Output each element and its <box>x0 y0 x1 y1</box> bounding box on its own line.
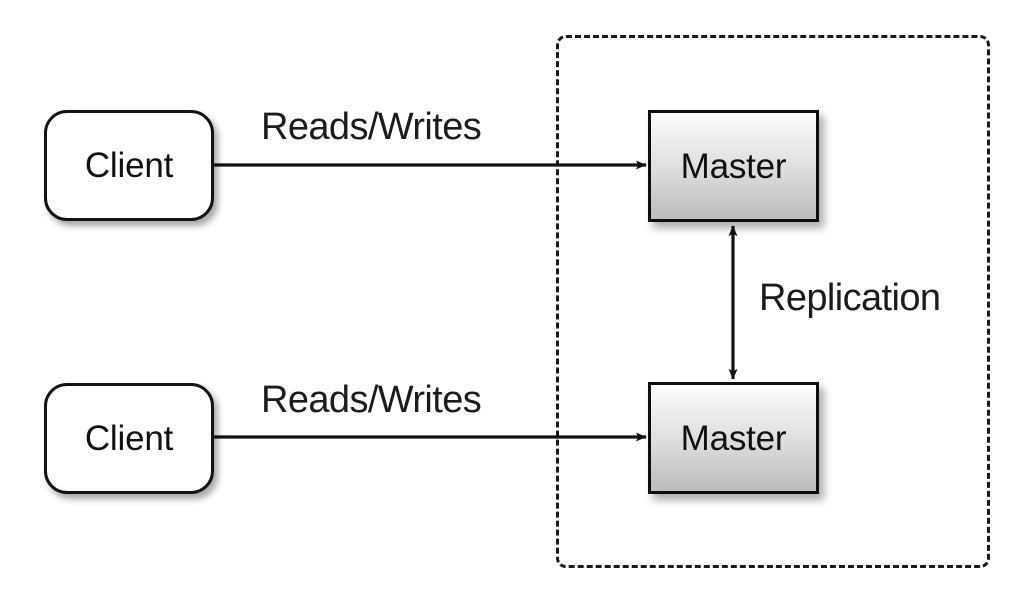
replication-cluster-boundary <box>556 35 990 568</box>
node-client-bottom-label: Client <box>84 419 174 458</box>
node-master-bottom-label: Master <box>680 418 787 458</box>
edge-label-reads-writes-top: Reads/Writes <box>261 106 482 148</box>
node-client-top-label: Client <box>84 146 174 185</box>
node-master-top-label: Master <box>680 146 787 186</box>
node-master-bottom[interactable]: Master <box>648 382 819 494</box>
edge-label-reads-writes-bottom: Reads/Writes <box>261 379 482 421</box>
edge-label-replication: Replication <box>759 277 941 319</box>
node-master-top[interactable]: Master <box>648 110 819 222</box>
node-client-top[interactable]: Client <box>44 110 214 221</box>
node-client-bottom[interactable]: Client <box>44 383 214 494</box>
